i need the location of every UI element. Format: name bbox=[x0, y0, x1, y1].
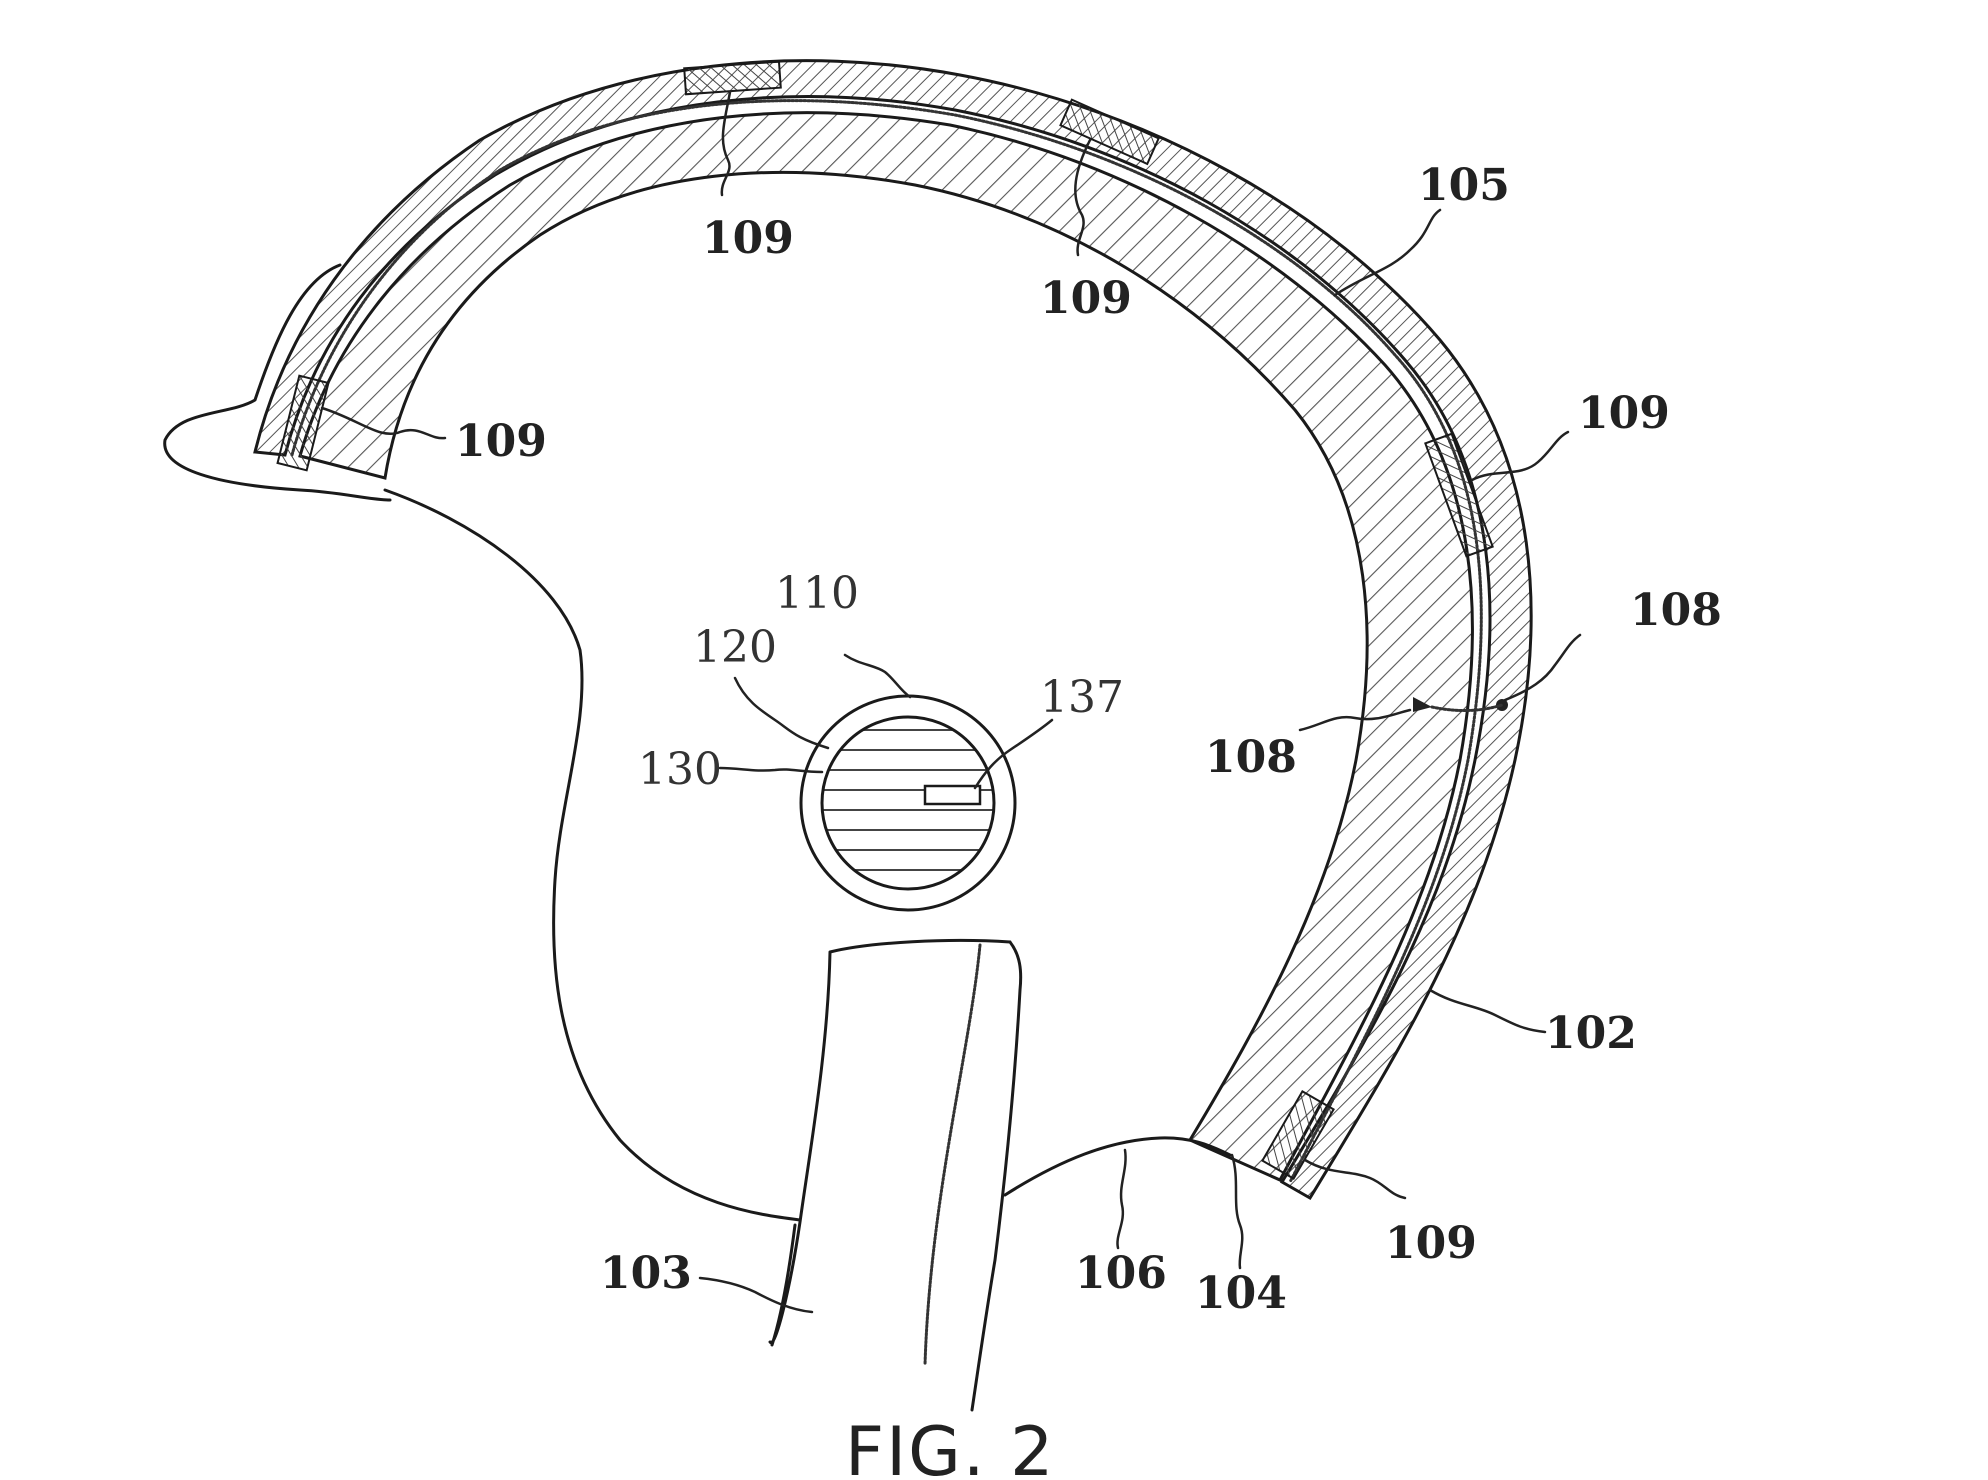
sensor-chip-137 bbox=[923, 784, 982, 806]
label-104: 104 bbox=[1195, 1268, 1287, 1319]
sensor-body-120 bbox=[820, 715, 996, 891]
leader-109-top-mid bbox=[1074, 138, 1092, 257]
figure-caption: FIG. 2 bbox=[845, 1413, 1055, 1480]
chin-profile bbox=[1003, 1136, 1232, 1197]
label-137: 137 bbox=[1040, 672, 1124, 723]
label-110: 110 bbox=[775, 568, 859, 619]
label-103: 103 bbox=[600, 1248, 692, 1299]
label-109-left: 109 bbox=[455, 416, 547, 467]
marker-108-connector bbox=[1430, 703, 1504, 713]
leader-109-bottom bbox=[1303, 1158, 1407, 1200]
leader-103 bbox=[698, 1276, 814, 1314]
neck bbox=[768, 938, 1023, 1412]
leader-104 bbox=[1230, 1153, 1244, 1270]
leader-108-left bbox=[1298, 708, 1412, 732]
gap-layer bbox=[290, 99, 1483, 1184]
label-109-top-left: 109 bbox=[702, 213, 794, 264]
outer-shell bbox=[253, 59, 1533, 1201]
spacer-109-top-left bbox=[683, 60, 782, 96]
leader-110 bbox=[843, 653, 912, 699]
label-109-bottom: 109 bbox=[1385, 1218, 1477, 1269]
leader-120 bbox=[733, 676, 830, 750]
spacer-109-left bbox=[276, 374, 330, 472]
label-108-left: 108 bbox=[1205, 732, 1297, 783]
label-106: 106 bbox=[1075, 1248, 1167, 1299]
leader-130 bbox=[718, 766, 824, 774]
leader-105 bbox=[1333, 208, 1442, 297]
helmet-brim bbox=[163, 263, 392, 502]
leader-108-right bbox=[1503, 633, 1582, 702]
marker-108-arrow bbox=[1413, 697, 1432, 712]
label-102: 102 bbox=[1545, 1008, 1637, 1059]
spacer-109-top-mid bbox=[1059, 98, 1160, 166]
leader-106 bbox=[1116, 1148, 1127, 1250]
label-109-right: 109 bbox=[1578, 388, 1670, 439]
label-130: 130 bbox=[638, 744, 722, 795]
spacer-109-right bbox=[1424, 432, 1494, 558]
label-109-top-mid: 109 bbox=[1040, 273, 1132, 324]
label-105: 105 bbox=[1418, 160, 1510, 211]
label-120: 120 bbox=[693, 622, 777, 673]
head-profile bbox=[383, 488, 802, 1222]
neck-inner-line bbox=[923, 943, 982, 1367]
leader-137 bbox=[973, 718, 1054, 790]
leader-109-right bbox=[1470, 430, 1570, 482]
label-108-right: 108 bbox=[1630, 585, 1722, 636]
leader-109-top-left bbox=[720, 90, 732, 197]
spacer-109-bottom bbox=[1261, 1089, 1335, 1181]
inner-liner bbox=[298, 111, 1474, 1182]
leader-109-left bbox=[320, 406, 447, 440]
leader-102 bbox=[1428, 988, 1547, 1034]
